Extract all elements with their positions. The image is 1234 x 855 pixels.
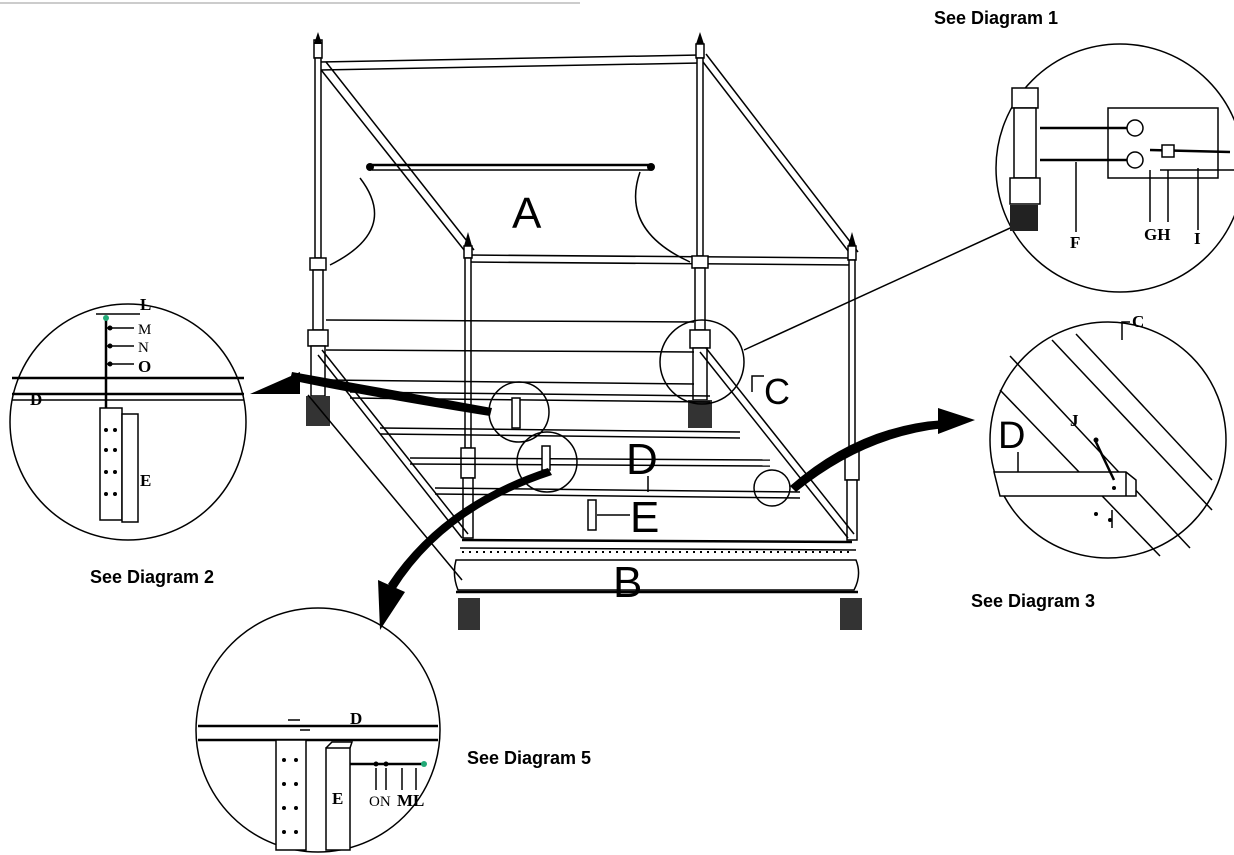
label-e: E [630, 493, 659, 542]
detail1-label-f: F [1070, 233, 1080, 252]
detail1-label-gh: GH [1144, 225, 1170, 244]
detail2-label-l: L [140, 295, 151, 314]
caption-diagram-2: See Diagram 2 [90, 567, 214, 587]
post-front-left [458, 232, 480, 630]
arrow-to-diagram-2 [250, 372, 492, 416]
detail-diagram-2 [9, 303, 247, 541]
detail3-label-j: J [1070, 411, 1079, 430]
callout-circle-5 [516, 431, 578, 493]
detail5-label-on: ON [369, 794, 391, 810]
detail-diagram-1 [995, 43, 1234, 293]
label-c: C [764, 371, 790, 412]
detail5-label-e: E [332, 789, 343, 808]
detail3-label-c: C [1132, 312, 1144, 331]
callout-circle-3 [753, 469, 791, 507]
label-d: D [626, 435, 658, 484]
detail5-label-ml: ML [397, 791, 424, 810]
label-b: B [613, 558, 642, 607]
caption-diagram-3: See Diagram 3 [971, 591, 1095, 611]
detail-diagram-5 [195, 607, 441, 853]
detail-diagram-3 [989, 321, 1227, 559]
post-back-left [306, 32, 330, 426]
label-a: A [512, 189, 542, 238]
caption-diagram-5: See Diagram 5 [467, 748, 591, 768]
detail2-label-d: D [30, 390, 42, 409]
callout-circle-1 [659, 319, 745, 405]
detail5-label-d: D [350, 709, 362, 728]
detail2-label-e: E [140, 471, 151, 490]
detail1-label-i: I [1194, 229, 1201, 248]
detail2-label-o: O [138, 357, 151, 376]
post-back-right [688, 32, 712, 428]
detail3-label-d: D [998, 415, 1025, 457]
post-front-right [840, 232, 862, 630]
detail2-label-m: M [138, 322, 151, 338]
arrow-to-diagram-5 [378, 468, 552, 630]
caption-diagram-1: See Diagram 1 [934, 8, 1058, 28]
arrow-to-diagram-3 [790, 408, 975, 492]
bed-frame [306, 32, 862, 630]
detail2-label-n: N [138, 340, 149, 356]
